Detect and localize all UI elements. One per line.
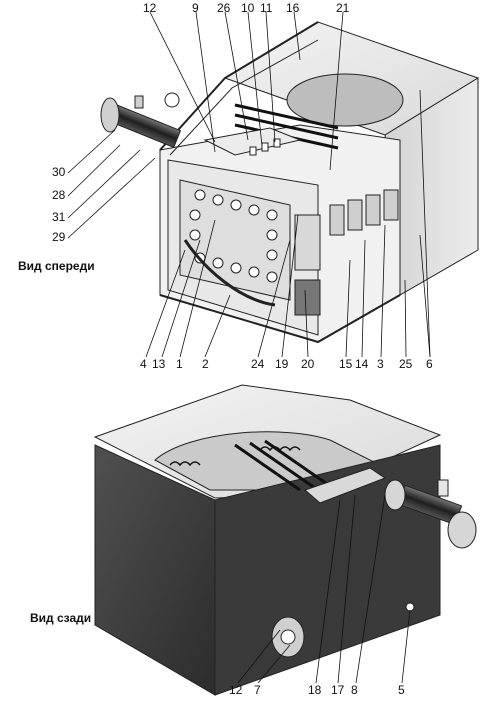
- outlet-valve: [437, 479, 449, 497]
- top-frame-rail: [159, 21, 319, 151]
- callout-label: 28: [52, 188, 66, 202]
- callout-label: 12: [143, 1, 157, 15]
- top-frame-rail-inner: [169, 39, 319, 156]
- lower-flange-hole: [280, 629, 296, 645]
- control-modules: [294, 189, 399, 316]
- fittings-plate: [203, 127, 302, 156]
- cable-bundle: [183, 239, 276, 307]
- manifold-block: [304, 467, 387, 504]
- callout-label: 15: [339, 357, 353, 371]
- callout-label: 21: [336, 1, 350, 15]
- callout-label: 10: [241, 1, 255, 15]
- callout-label: 3: [377, 357, 384, 371]
- callout-label: 7: [254, 683, 261, 697]
- callout-label: 20: [301, 357, 315, 371]
- callout-label: 30: [52, 165, 66, 179]
- callout-label: 17: [331, 683, 345, 697]
- callout-label: 8: [351, 683, 358, 697]
- top-opening: [286, 73, 404, 127]
- callout-label: 5: [398, 683, 405, 697]
- rear-dark-panel-right: [214, 444, 441, 696]
- callout-label: 24: [251, 357, 265, 371]
- callout-label: 12: [229, 683, 243, 697]
- pressure-gauge: [164, 92, 180, 108]
- callout-label: 16: [286, 1, 300, 15]
- valve: [134, 95, 144, 109]
- leader-lines: [67, 11, 431, 684]
- callout-label: 9: [192, 1, 199, 15]
- rear-top-pipes: [234, 439, 331, 492]
- front-view-unit: [100, 21, 480, 344]
- callout-label: 25: [399, 357, 413, 371]
- inlet-flange: [100, 97, 120, 133]
- callout-label: 2: [202, 357, 209, 371]
- drain-hole: [405, 602, 415, 612]
- callout-label: 4: [140, 357, 147, 371]
- callout-label: 1: [176, 357, 183, 371]
- outlet-flange-left: [384, 479, 406, 511]
- bottom-frame: [159, 294, 401, 344]
- rear-view-caption: Вид сзади: [30, 611, 92, 625]
- front-view-caption: Вид спереди: [18, 259, 95, 273]
- callout-label: 6: [426, 357, 433, 371]
- callout-label: 26: [217, 1, 231, 15]
- rear-view-unit: [93, 384, 477, 696]
- fittings: [249, 138, 281, 156]
- callout-label: 11: [260, 1, 273, 15]
- callout-label: 31: [52, 210, 66, 224]
- heat-exchanger-plate: [179, 179, 291, 301]
- outlet-flange: [447, 511, 477, 549]
- callout-label: 14: [355, 357, 369, 371]
- callout-label: 19: [275, 357, 289, 371]
- callout-label: 29: [52, 230, 66, 244]
- callout-label: 18: [308, 683, 322, 697]
- callout-label: 13: [152, 357, 166, 371]
